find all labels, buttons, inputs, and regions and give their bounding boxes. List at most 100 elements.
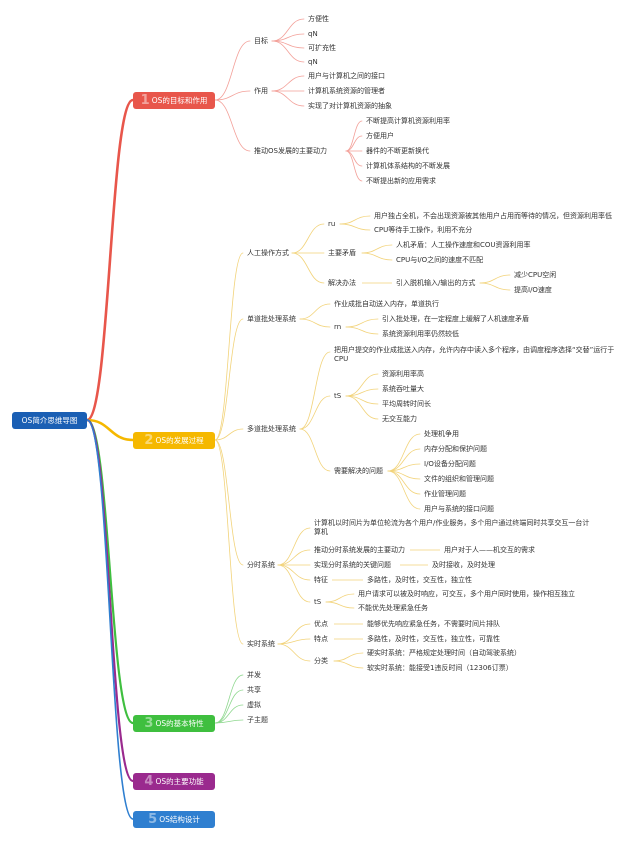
b2-multi-issue-item[interactable]: 用户与系统的接口问题 [424, 505, 494, 513]
b2-realtime-class-topic[interactable]: 分类 [314, 657, 328, 665]
connector-b2-manual-ru [339, 215, 371, 225]
b2-realtime-feature-topic[interactable]: 特点 [314, 635, 328, 643]
b2-multi-issue-item[interactable]: 作业管理问题 [424, 490, 466, 498]
b2-single-item[interactable]: 作业成批自动送入内存，单道执行 [334, 300, 439, 308]
b2-multi-ts-topic[interactable]: tS [334, 392, 342, 400]
connector-b2-manual [291, 223, 325, 254]
b2-multi-issue-item[interactable]: 内存分配和保护问题 [424, 445, 487, 453]
b2-single-rn-item[interactable]: 引入批处理，在一定程度上缓解了人机速度矛盾 [382, 315, 529, 323]
b2-manual-conflict-item[interactable]: CPU与I/O之间的速度不匹配 [396, 256, 484, 264]
b2-manual-ru-item[interactable]: CPU等待手工操作，利用不充分 [374, 226, 473, 234]
b1-goal-item[interactable]: qN [308, 58, 318, 66]
b2-realtime-topic[interactable]: 实时系统 [247, 640, 275, 648]
b2-timeshare-desc[interactable]: 计算机以时间片为单位轮流为各个用户/作业服务，多个用户通过终端同时共享交互一台计… [314, 519, 590, 536]
connector-b2-topic [214, 439, 244, 645]
b1-goal-item[interactable]: 可扩充性 [308, 44, 336, 52]
connector-b2-realtime-class [333, 652, 364, 662]
b1-goal-item[interactable]: 方便性 [308, 15, 329, 23]
b2-single-topic[interactable]: 单道批处理系统 [247, 315, 296, 323]
b2-manual-conflict-item[interactable]: 人机矛盾：人工操作速度和COU资源利用率 [396, 241, 531, 249]
branch-4-label: OS的主要功能 [155, 777, 204, 786]
branch-5-label: OS结构设计 [159, 815, 200, 824]
connector-b2-realtime [277, 643, 311, 662]
b2-manual-solution-item[interactable]: 引入脱机输入/输出的方式 [396, 279, 476, 287]
connector-b2-multi-issues [387, 433, 421, 472]
b2-timeshare-feature-value[interactable]: 多路性，及时性，交互性，独立性 [367, 576, 472, 584]
b2-multi-item[interactable]: 把用户提交的作业成批送入内存，允许内存中读入多个程序，由调度程序选择“交替”运行… [334, 346, 615, 363]
b2-realtime-feature-value[interactable]: 多路性，及时性，交互性，独立性，可靠性 [367, 635, 500, 643]
b2-manual-solution-topic[interactable]: 解决办法 [328, 279, 356, 287]
b2-multi-issue-item[interactable]: 处理机争用 [424, 430, 459, 438]
b1-drive-item[interactable]: 计算机体系结构的不断发展 [366, 162, 450, 170]
connector-b2-timeshare [277, 564, 311, 581]
b2-manual-solution-sub[interactable]: 提高I/O速度 [514, 286, 552, 294]
b2-multi-issue-item[interactable]: I/O设备分配问题 [424, 460, 476, 468]
b2-timeshare-feature-topic[interactable]: 特征 [314, 576, 328, 584]
connector-b2-multi [299, 395, 331, 430]
b2-multi-ts-item[interactable]: 无交互能力 [382, 415, 417, 423]
b2-timeshare-key-value[interactable]: 及时接收，及时处理 [432, 561, 495, 569]
branch-1-number: 1 [140, 93, 150, 108]
b1-role-item[interactable]: 计算机系统资源的管理者 [308, 87, 385, 95]
b2-manual-conflict-topic[interactable]: 主要矛盾 [328, 249, 356, 257]
connector-b1-goal [271, 40, 305, 63]
b1-role-item[interactable]: 实现了对计算机资源的抽象 [308, 102, 392, 110]
b3-item[interactable]: 子主题 [247, 716, 268, 724]
b2-multi-issues-topic[interactable]: 需要解决的问题 [334, 467, 383, 475]
connector-b1-topic [214, 40, 251, 101]
b1-drive-item[interactable]: 器件的不断更新换代 [366, 147, 429, 155]
b3-item[interactable]: 共享 [247, 686, 261, 694]
b1-drive-item[interactable]: 不断提高计算机资源利用率 [366, 117, 450, 125]
connector-branch-5 [86, 419, 134, 820]
connector-b1-drive [345, 120, 363, 152]
b2-multi-ts-item[interactable]: 资源利用率高 [382, 370, 424, 378]
root-node[interactable]: OS简介思维导图 [12, 412, 87, 429]
b2-timeshare-drive-value[interactable]: 用户对于人——机交互的需求 [444, 546, 535, 554]
b3-item[interactable]: 并发 [247, 671, 261, 679]
connector-b2-timeshare-ts [325, 601, 355, 609]
b2-manual-topic[interactable]: 人工操作方式 [247, 249, 289, 257]
b1-drive-item[interactable]: 不断提出新的应用需求 [366, 177, 436, 185]
b2-timeshare-topic[interactable]: 分时系统 [247, 561, 275, 569]
b2-realtime-adv-topic[interactable]: 优点 [314, 620, 328, 628]
b2-realtime-class-item[interactable]: 硬实时系统：严格规定处理时间（自动驾驶系统） [367, 649, 521, 657]
connector-b2-timeshare [277, 564, 311, 603]
b2-multi-ts-item[interactable]: 系统吞吐量大 [382, 385, 424, 393]
b1-role-item[interactable]: 用户与计算机之间的接口 [308, 72, 385, 80]
b3-item[interactable]: 虚拟 [247, 701, 261, 709]
b2-manual-ru-item[interactable]: 用户独占全机，不会出现资源被其他用户占用而等待的情况，但资源利用率低 [374, 212, 612, 220]
b1-goal-item[interactable]: qN [308, 30, 318, 38]
b2-single-rn-item[interactable]: 系统资源利用率仍然较低 [382, 330, 459, 338]
b1-drive-topic[interactable]: 推动OS发展的主要动力 [254, 147, 327, 155]
b2-multi-topic[interactable]: 多道批处理系统 [247, 425, 296, 433]
connector-b1-role [271, 75, 305, 92]
b1-role-topic[interactable]: 作用 [254, 87, 268, 95]
b2-timeshare-key-topic[interactable]: 实现分时系统的关键问题 [314, 561, 391, 569]
b2-multi-ts-item[interactable]: 平均周转时间长 [382, 400, 431, 408]
b2-timeshare-drive-topic[interactable]: 推动分时系统发展的主要动力 [314, 546, 405, 554]
b2-realtime-adv-value[interactable]: 能够优先响应紧急任务，不需要时间片排队 [367, 620, 500, 628]
connector-b2-single-rn [345, 326, 379, 335]
connector-b2-multi-ts [345, 395, 379, 420]
connector-b2-manual-solution-sub [479, 274, 511, 284]
b2-realtime-class-item[interactable]: 软实时系统：能接受1违反时间（12306订票） [367, 664, 513, 672]
b2-single-rn-topic[interactable]: rn [334, 323, 342, 331]
b2-timeshare-ts-item[interactable]: 用户请求可以被及时响应，可交互，多个用户同时使用，操作相互独立 [358, 590, 575, 598]
connector-b2-topic [214, 318, 244, 441]
b2-manual-ru-topic[interactable]: ru [328, 220, 336, 228]
connector-b2-realtime [277, 638, 311, 645]
connector-b2-realtime-class [333, 660, 364, 669]
b2-timeshare-ts-item[interactable]: 不能优先处理紧急任务 [358, 604, 428, 612]
b2-multi-issue-item[interactable]: 文件的组织和管理问题 [424, 475, 494, 483]
b2-timeshare-ts-topic[interactable]: tS [314, 598, 322, 606]
b1-goal-topic[interactable]: 目标 [254, 37, 268, 45]
b1-drive-item[interactable]: 方便用户 [366, 132, 394, 140]
connector-branch-1 [85, 98, 135, 422]
b2-manual-solution-sub[interactable]: 减少CPU空闲 [514, 271, 557, 279]
